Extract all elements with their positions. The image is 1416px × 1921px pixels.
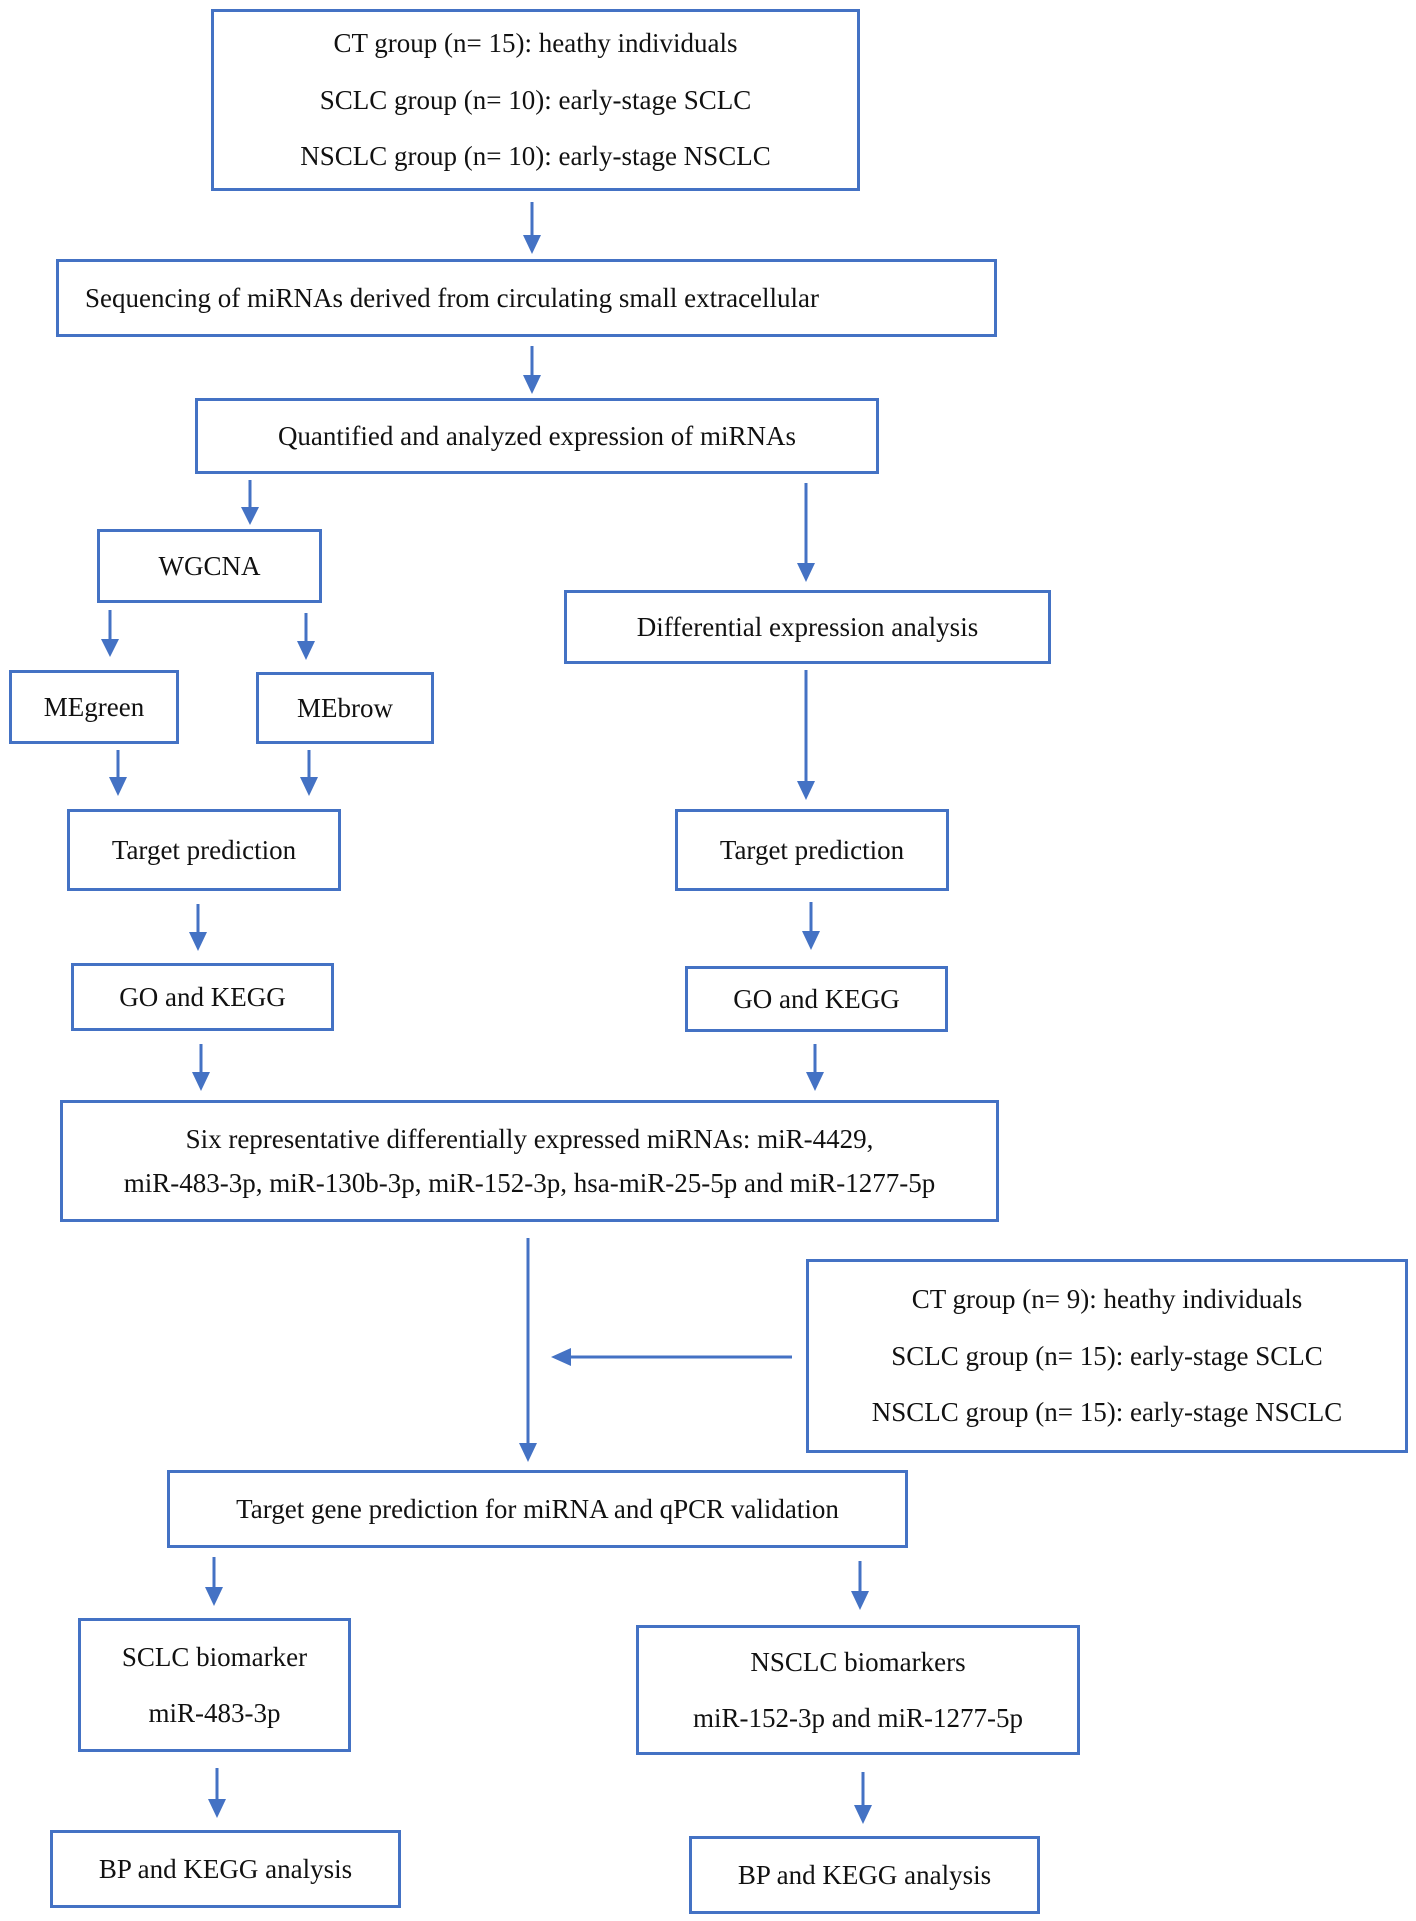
node-target-prediction-right: Target prediction bbox=[675, 809, 949, 891]
arrow-nsclc-to-bp-kegg bbox=[854, 1772, 872, 1824]
node-nsclc-biomarkers: NSCLC biomarkers miR-152-3p and miR-1277… bbox=[636, 1625, 1080, 1755]
node-line: CT group (n= 15): heathy individuals bbox=[333, 28, 738, 59]
node-line: NSCLC group (n= 10): early-stage NSCLC bbox=[300, 141, 771, 172]
node-groups-discovery: CT group (n= 15): heathy individuals SCL… bbox=[211, 9, 860, 191]
node-wgcna: WGCNA bbox=[97, 529, 322, 603]
node-line: WGCNA bbox=[158, 550, 261, 581]
arrow-target-gene-to-sclc-biomarker bbox=[205, 1557, 223, 1606]
node-line: SCLC biomarker bbox=[121, 1641, 308, 1672]
node-line: miR-152-3p and miR-1277-5p bbox=[693, 1703, 1023, 1733]
node-line: Six representative differentially expres… bbox=[185, 1123, 874, 1154]
node-line: GO and KEGG bbox=[733, 983, 900, 1014]
node-mebrow: MEbrow bbox=[256, 672, 434, 744]
node-differential-expression: Differential expression analysis bbox=[564, 590, 1051, 664]
node-sclc-biomarker: SCLC biomarker miR-483-3p bbox=[78, 1618, 351, 1752]
node-line: miR-483-3p bbox=[148, 1698, 281, 1728]
arrow-six-mirnas-to-target-gene bbox=[519, 1238, 537, 1462]
node-six-mirnas: Six representative differentially expres… bbox=[60, 1100, 999, 1222]
node-target-gene-qpcr: Target gene prediction for miRNA and qPC… bbox=[167, 1470, 908, 1548]
arrow-wgcna-to-megreen bbox=[101, 610, 119, 657]
node-bp-kegg-left: BP and KEGG analysis bbox=[50, 1830, 401, 1908]
node-bp-kegg-right: BP and KEGG analysis bbox=[689, 1836, 1040, 1914]
node-target-prediction-left: Target prediction bbox=[67, 809, 341, 891]
node-line: NSCLC group (n= 15): early-stage NSCLC bbox=[871, 1397, 1343, 1428]
arrow-quantified-to-differential bbox=[797, 483, 815, 582]
arrow-sclc-to-bp-kegg bbox=[208, 1768, 226, 1818]
node-megreen: MEgreen bbox=[9, 670, 179, 744]
arrow-target-to-go-kegg-left bbox=[189, 904, 207, 951]
arrow-differential-to-target-prediction bbox=[797, 670, 815, 800]
node-line: Sequencing of miRNAs derived from circul… bbox=[85, 282, 820, 313]
arrow-quantified-to-wgcna bbox=[241, 480, 259, 525]
node-go-kegg-right: GO and KEGG bbox=[685, 966, 948, 1032]
arrow-groups-to-sequencing bbox=[523, 202, 541, 254]
arrow-validation-groups-to-flow bbox=[551, 1348, 792, 1366]
arrow-sequencing-to-quantified bbox=[523, 346, 541, 394]
node-sequencing: Sequencing of miRNAs derived from circul… bbox=[56, 259, 997, 337]
node-line: Target prediction bbox=[111, 834, 297, 865]
node-line: Quantified and analyzed expression of mi… bbox=[277, 420, 797, 451]
arrow-go-kegg-right-to-six-mirnas bbox=[806, 1044, 824, 1091]
arrow-go-kegg-left-to-six-mirnas bbox=[192, 1044, 210, 1091]
node-line: BP and KEGG analysis bbox=[98, 1853, 353, 1884]
node-line: Target gene prediction for miRNA and qPC… bbox=[236, 1493, 839, 1524]
node-go-kegg-left: GO and KEGG bbox=[71, 963, 334, 1031]
node-quantified: Quantified and analyzed expression of mi… bbox=[195, 398, 879, 474]
node-line: SCLC group (n= 15): early-stage SCLC bbox=[891, 1340, 1323, 1371]
node-line: SCLC group (n= 10): early-stage SCLC bbox=[319, 84, 752, 115]
node-line: Differential expression analysis bbox=[636, 611, 979, 642]
node-line: MEbrow bbox=[297, 692, 393, 723]
node-line: GO and KEGG bbox=[119, 981, 286, 1012]
arrow-wgcna-to-mebrow bbox=[297, 613, 315, 660]
node-line: CT group (n= 9): heathy individuals bbox=[911, 1284, 1303, 1315]
arrow-megreen-to-target-prediction bbox=[109, 750, 127, 796]
arrow-target-gene-to-nsclc-biomarkers bbox=[851, 1561, 869, 1610]
arrow-target-to-go-kegg-right bbox=[802, 902, 820, 950]
node-groups-validation: CT group (n= 9): heathy individuals SCLC… bbox=[806, 1259, 1408, 1453]
node-line: MEgreen bbox=[43, 691, 145, 722]
node-line: NSCLC biomarkers bbox=[750, 1646, 966, 1677]
node-line: Target prediction bbox=[719, 834, 905, 865]
arrow-mebrow-to-target-prediction bbox=[300, 750, 318, 796]
node-line: BP and KEGG analysis bbox=[737, 1859, 992, 1890]
node-line: miR-483-3p, miR-130b-3p, miR-152-3p, hsa… bbox=[123, 1168, 936, 1198]
